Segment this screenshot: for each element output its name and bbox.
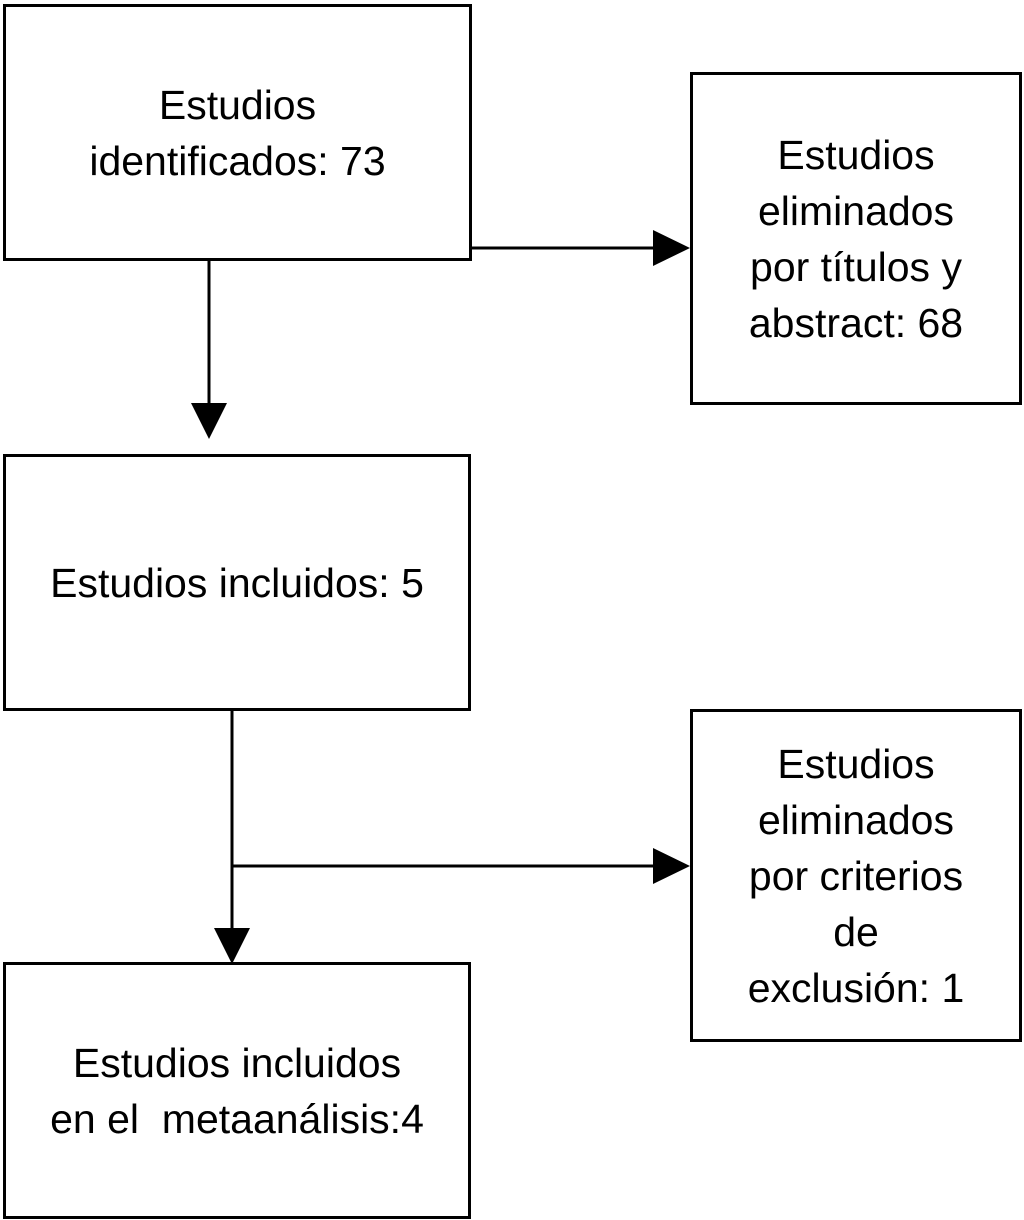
text-line: Estudios incluidos: 5	[50, 559, 424, 606]
text-line: en el metaanálisis:4	[50, 1095, 424, 1142]
text-line: Estudios incluidos	[72, 1039, 402, 1086]
excluded-by-criteria-text: Estudios eliminados por criterios de exc…	[748, 736, 965, 1016]
text-line: eliminados	[757, 796, 954, 843]
excluded-by-title-box: Estudios eliminados por títulos y abstra…	[690, 72, 1022, 405]
excluded-by-title-text: Estudios eliminados por títulos y abstra…	[749, 127, 963, 351]
arrow-identified-to-included	[191, 261, 227, 439]
text-line: Estudios	[158, 81, 317, 128]
text-line: por títulos y	[750, 243, 962, 290]
meta-analysis-box: Estudios incluidos en el metaanálisis:4	[3, 962, 471, 1219]
arrow-included-to-meta	[214, 711, 250, 964]
arrow-identified-to-excluded-title	[472, 230, 690, 266]
text-line: Estudios	[777, 131, 935, 178]
text-line: de	[833, 908, 879, 955]
text-line: eliminados	[757, 187, 954, 234]
text-line: Estudios	[777, 740, 935, 787]
included-studies-text: Estudios incluidos: 5	[50, 555, 424, 611]
text-line: por criterios	[748, 852, 964, 899]
text-line: identificados: 73	[89, 137, 386, 184]
identified-studies-box: Estudios identificados: 73	[3, 4, 472, 261]
identified-studies-text: Estudios identificados: 73	[89, 77, 385, 189]
text-line: exclusión: 1	[747, 964, 965, 1011]
text-line: abstract: 68	[748, 299, 964, 346]
included-studies-box: Estudios incluidos: 5	[3, 454, 471, 711]
excluded-by-criteria-box: Estudios eliminados por criterios de exc…	[690, 709, 1022, 1042]
meta-analysis-text: Estudios incluidos en el metaanálisis:4	[50, 1035, 424, 1147]
arrow-included-to-excluded-criteria	[232, 848, 690, 884]
